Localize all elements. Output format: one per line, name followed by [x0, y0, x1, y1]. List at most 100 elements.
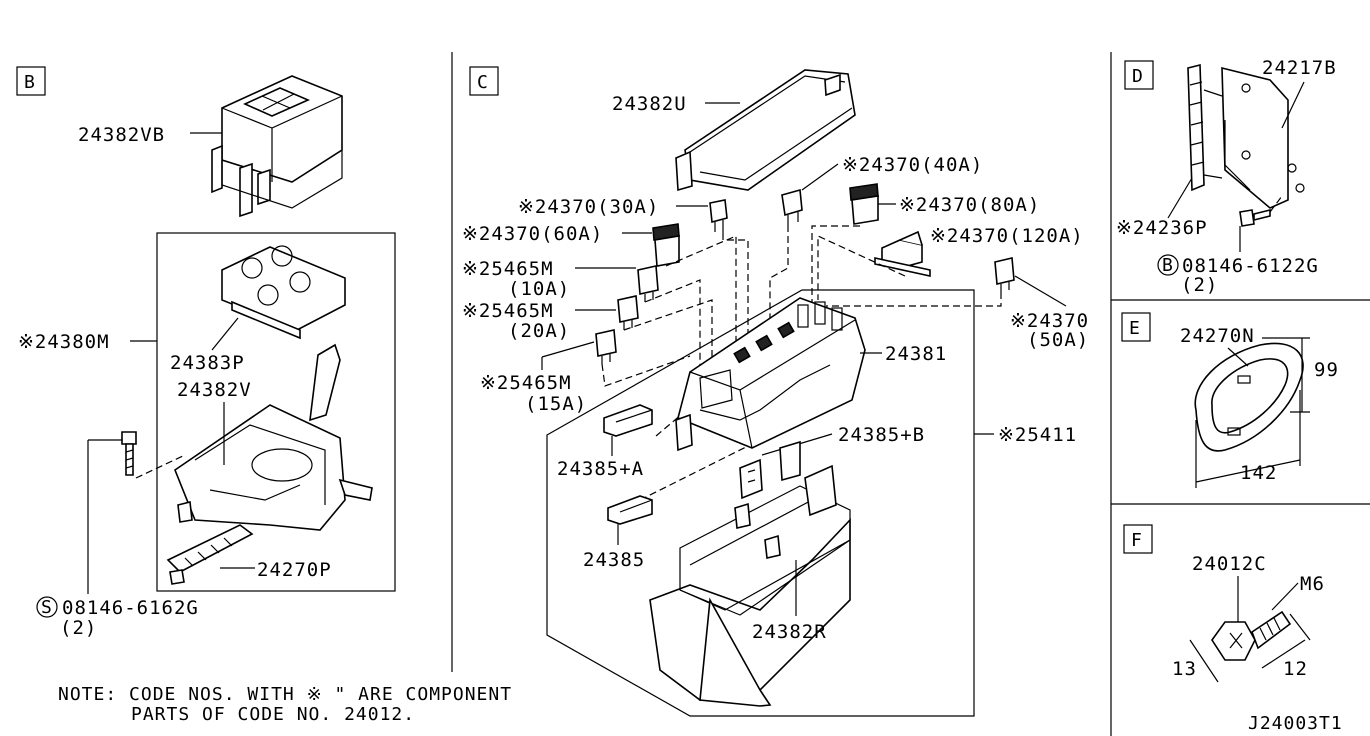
section-f-label: F: [1131, 530, 1142, 551]
bracket-24217B-drawing: [1187, 63, 1305, 209]
bolt-b-drawing: [121, 431, 137, 476]
strip-24270P-drawing: [166, 524, 254, 585]
label-M6: M6: [1300, 573, 1325, 595]
section-c-label-box: [469, 66, 499, 96]
label-fuse-50A-rating: (50A): [1027, 329, 1089, 351]
leader-fuse-15A: [541, 341, 595, 358]
bracket-24382V-drawing: [174, 343, 373, 531]
label-24217B: 24217B: [1262, 57, 1337, 79]
dim-13: 13: [1172, 658, 1197, 680]
label-25411: ※25411: [998, 424, 1077, 446]
diagram-code: J24003T1: [1248, 713, 1343, 734]
section-d: D 24217B ※24236P B 0814: [1116, 57, 1337, 296]
label-24385: 24385: [583, 549, 645, 571]
fuse-80A-drawing: [849, 183, 879, 225]
label-fuse-20A-code: ※25465M: [462, 300, 554, 322]
dim-13-line: [1189, 639, 1219, 683]
qty-bolt-b: (2): [60, 617, 97, 639]
label-24382VB: 24382VB: [78, 124, 165, 146]
section-f: F 24012C M6 13 12: [1123, 524, 1325, 683]
assembly-25411-frame: [546, 289, 975, 717]
label-fuse-80A: ※24370(80A): [899, 194, 1040, 216]
label-24380M: ※24380M: [18, 331, 110, 353]
leader-24383P: [211, 317, 239, 351]
dim-12-ext: [1289, 613, 1311, 641]
section-c-label: C: [477, 72, 488, 93]
label-fuse-10A-code: ※25465M: [462, 258, 554, 280]
label-fuse-60A: ※24370(60A): [462, 223, 603, 245]
fuse-120A-drawing: [874, 230, 931, 277]
fuse-15A-drawing: [595, 329, 617, 364]
note-line-2: PARTS OF CODE NO. 24012.: [131, 704, 415, 725]
bolt-b-prefix: S: [41, 597, 53, 618]
fuse-60A-drawing: [652, 223, 680, 267]
bolt-d-drawing: [1239, 208, 1271, 227]
cover-24382U-drawing: [675, 69, 856, 192]
dim-142: 142: [1240, 462, 1277, 484]
dim-99: 99: [1314, 359, 1339, 381]
section-d-label-box: [1124, 60, 1154, 90]
label-24270N: 24270N: [1180, 325, 1255, 347]
section-e-label-box: [1121, 312, 1151, 342]
bolt-d-prefix: B: [1162, 255, 1174, 276]
grommet-24270N-drawing: [1194, 342, 1304, 452]
connector-24385-drawing: [607, 495, 653, 525]
qty-bolt-d: (2): [1181, 274, 1218, 296]
section-c: C 24382U ※24370(40A) ※24370(30A): [462, 66, 1089, 717]
leader-24236P: [1167, 177, 1193, 219]
label-fuse-120A: ※24370(120A): [930, 225, 1084, 247]
fuse-50A-drawing: [994, 257, 1015, 292]
label-fuse-10A-rating: (10A): [508, 278, 570, 300]
label-fuse-40A: ※24370(40A): [842, 154, 983, 176]
label-fuse-30A: ※24370(30A): [518, 196, 659, 218]
holder-24383P-drawing: [221, 245, 346, 340]
label-24382R: 24382R: [752, 621, 827, 643]
dim-142-line: [1195, 459, 1301, 483]
bolt-d-prefix-circle: [1157, 254, 1179, 276]
label-bolt-b: 08146-6162G: [62, 597, 199, 619]
relay-cover-drawing: [211, 75, 343, 218]
label-fuse-50A-code: ※24370: [1010, 310, 1089, 332]
label-fuse-15A-rating: (15A): [525, 393, 587, 415]
section-b-label: B: [24, 72, 35, 93]
bolt-b-prefix-circle: [36, 596, 58, 618]
leader-M6: [1271, 582, 1299, 611]
section-e: E 24270N 99 142: [1121, 312, 1339, 488]
fuse-40A-drawing: [781, 188, 803, 225]
label-24383P: 24383P: [170, 352, 245, 374]
label-fuse-15A-code: ※25465M: [480, 372, 572, 394]
bolt-d-guide: [1269, 195, 1283, 213]
section-b: B 24382VB ※24380M 24383: [16, 66, 396, 639]
fuse-10A-drawing: [637, 265, 659, 302]
leader-fuse-50A: [1014, 275, 1067, 307]
leader-24270N: [1227, 347, 1249, 367]
dim-12-line: [1261, 639, 1306, 669]
section-b-label-box: [16, 66, 46, 96]
leader-fuse-40A: [801, 163, 839, 191]
note-line-1: NOTE: CODE NOS. WITH ※ " ARE COMPONENT: [58, 684, 512, 705]
connector-24385A-drawing: [603, 404, 653, 437]
label-24385A: 24385+A: [557, 458, 644, 480]
connector-24385B-drawing: [739, 458, 763, 500]
label-24012C: 24012C: [1192, 553, 1267, 575]
fuse-block-24381-drawing: [675, 297, 866, 452]
label-24385B: 24385+B: [838, 424, 925, 446]
fuse-30A-drawing: [709, 199, 728, 240]
label-24270P: 24270P: [257, 559, 332, 581]
fuse-20A-drawing: [617, 295, 639, 330]
bolt-24012C-drawing: [1211, 610, 1292, 661]
lower-case-24382R-drawing: [649, 440, 851, 707]
dim-12: 12: [1283, 658, 1308, 680]
section-e-label: E: [1129, 318, 1140, 339]
leader-24217B: [1281, 81, 1305, 129]
label-24236P: ※24236P: [1116, 217, 1208, 239]
label-24382U: 24382U: [612, 93, 687, 115]
section-f-label-box: [1123, 524, 1153, 554]
label-fuse-20A-rating: (20A): [508, 320, 570, 342]
section-d-label: D: [1132, 66, 1143, 87]
label-24382V: 24382V: [177, 379, 252, 401]
assembly-24380M-frame: [156, 232, 396, 592]
label-bolt-d: 08146-6122G: [1182, 255, 1319, 277]
label-24381: 24381: [885, 343, 947, 365]
